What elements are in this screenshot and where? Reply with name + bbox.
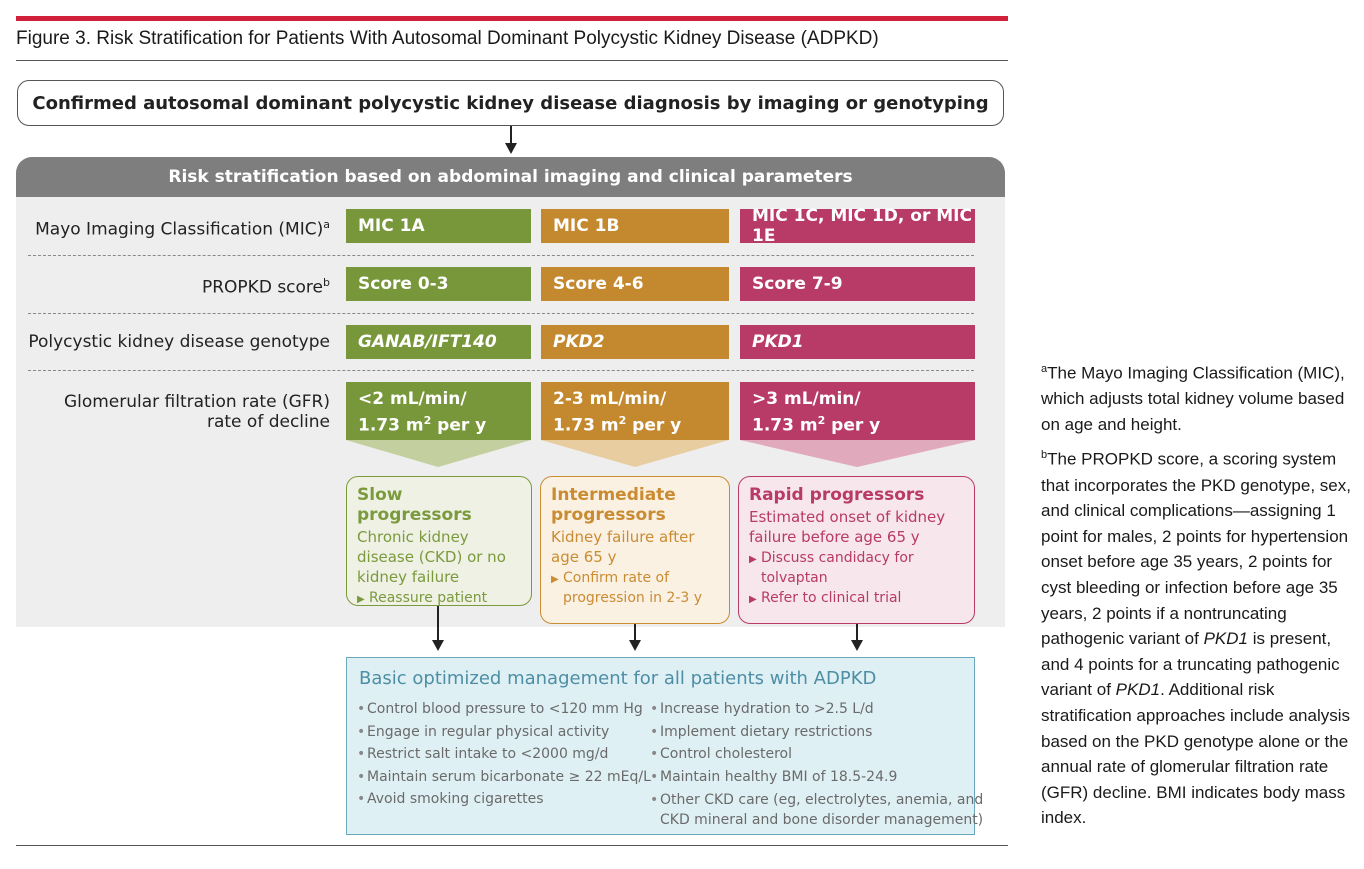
diagnosis-box: Confirmed autosomal dominant polycystic …	[17, 80, 1004, 126]
intermediate-progressors-title: Intermediate progressors	[551, 485, 676, 525]
slow-progressors-title: Slow progressors	[357, 485, 472, 525]
bottom-rule	[16, 845, 1008, 846]
footnote-a: aThe Mayo Imaging Classification (MIC), …	[1041, 363, 1345, 434]
footnotes: aThe Mayo Imaging Classification (MIC), …	[1041, 357, 1357, 837]
intermediate-bullet: ▶Confirm rate of progression in 2-3 y	[551, 570, 703, 606]
list-item: •Implement dietary restrictions	[650, 723, 873, 740]
triangle-bullet-icon: ▶	[749, 554, 757, 565]
slow-progressors-desc: Chronic kidney disease (CKD) or no kidne…	[357, 528, 506, 586]
rapid-bullet: ▶Refer to clinical trial	[749, 589, 964, 609]
list-item: •Avoid smoking cigarettes	[357, 791, 544, 807]
score-low-cell: Score 0-3	[346, 267, 531, 301]
risk-panel-header: Risk stratification based on abdominal i…	[16, 157, 1005, 197]
top-accent-bar	[16, 16, 1008, 21]
list-item: •Increase hydration to >2.5 L/d	[650, 701, 874, 717]
triangle-bullet-icon: ▶	[749, 594, 757, 605]
footnote-b: bThe PROPKD score, a scoring system that…	[1041, 449, 1351, 828]
genotype-pkd1-cell: PKD1	[740, 325, 975, 359]
rapid-progressors-box: Rapid progressors Estimated onset of kid…	[738, 476, 975, 624]
management-list-right: •Increase hydration to >2.5 L/d •Impleme…	[650, 698, 983, 830]
score-high-cell: Score 7-9	[740, 267, 975, 301]
list-item: •Engage in regular physical activity	[357, 723, 610, 740]
arrow-head	[851, 640, 863, 651]
row-divider	[28, 313, 974, 314]
title-rule	[16, 60, 1008, 61]
rapid-bullet: ▶Discuss candidacy for tolvaptan	[749, 550, 914, 586]
triangle-bullet-icon: ▶	[357, 594, 365, 605]
arrow-line	[510, 126, 512, 144]
list-item: •Maintain serum bicarbonate ≥ 22 mEq/L	[357, 768, 651, 785]
slow-chevron	[346, 440, 531, 467]
intermediate-chevron	[541, 440, 729, 467]
arrow-head	[432, 640, 444, 651]
mic-1c-cell: MIC 1C, MIC 1D, or MIC 1E	[740, 206, 975, 246]
intermediate-progressors-desc: Kidney failure after age 65 y	[551, 528, 695, 566]
genotype-ganab-cell: GANAB/IFT140	[346, 325, 531, 359]
list-item: •Control cholesterol	[650, 746, 792, 762]
mic-1b-cell: MIC 1B	[541, 209, 729, 243]
row-divider	[28, 255, 974, 256]
triangle-bullet-icon: ▶	[551, 574, 559, 585]
management-title: Basic optimized management for all patie…	[359, 668, 877, 689]
slow-progressors-box: Slow progressors Chronic kidney disease …	[346, 476, 532, 606]
rapid-chevron	[740, 440, 975, 467]
gfr-slow-cell: <2 mL/min/ 1.73 m2 per y	[346, 382, 531, 440]
arrow-head	[629, 640, 641, 651]
row-label-genotype: Polycystic kidney disease genotype	[28, 332, 330, 352]
arrow-line	[856, 624, 858, 642]
arrow-line	[634, 624, 636, 642]
row-label-mic: Mayo Imaging Classification (MIC)a	[35, 218, 330, 240]
list-item: •Control blood pressure to <120 mm Hg	[357, 701, 643, 717]
arrow-line	[437, 606, 439, 642]
intermediate-progressors-box: Intermediate progressors Kidney failure …	[540, 476, 730, 624]
management-box: Basic optimized management for all patie…	[346, 657, 983, 835]
list-item: •Other CKD care (eg, electrolytes, anemi…	[650, 792, 984, 808]
row-divider	[28, 370, 974, 371]
mic-1a-cell: MIC 1A	[346, 209, 531, 243]
gfr-mid-cell: 2-3 mL/min/ 1.73 m2 per y	[541, 382, 729, 440]
list-item: •Restrict salt intake to <2000 mg/d	[357, 746, 609, 762]
score-mid-cell: Score 4-6	[541, 267, 729, 301]
rapid-progressors-desc: Estimated onset of kidney failure before…	[749, 508, 946, 546]
list-item-continued: CKD mineral and bone disorder management…	[660, 812, 984, 828]
list-item: •Maintain healthy BMI of 18.5-24.9	[650, 768, 898, 785]
row-label-propkd: PROPKD scoreb	[201, 276, 330, 298]
row-label-gfr: Glomerular filtration rate (GFR) rate of…	[63, 392, 330, 432]
gfr-fast-cell: >3 mL/min/ 1.73 m2 per y	[740, 382, 975, 440]
genotype-pkd2-cell: PKD2	[541, 325, 729, 359]
management-list-left: •Control blood pressure to <120 mm Hg •E…	[357, 698, 651, 811]
slow-bullet: ▶Reassure patient	[357, 589, 521, 609]
rapid-progressors-title: Rapid progressors	[749, 485, 925, 505]
figure-title: Figure 3. Risk Stratification for Patien…	[16, 28, 879, 49]
arrow-head	[505, 143, 517, 154]
